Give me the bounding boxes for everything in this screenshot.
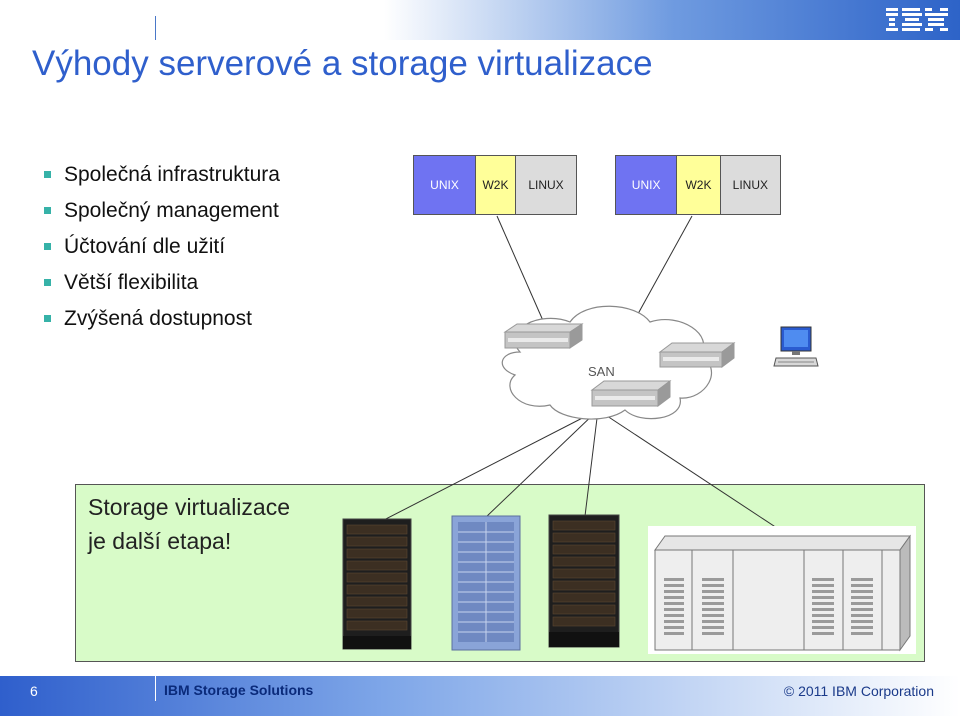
bullet-icon bbox=[44, 279, 51, 286]
san-label: SAN bbox=[588, 364, 615, 379]
storage-line-2: je další etapa! bbox=[88, 528, 232, 554]
storage-line-1: Storage virtualizace bbox=[88, 494, 290, 520]
bullet-icon bbox=[44, 315, 51, 322]
top-divider bbox=[155, 16, 156, 40]
bullet-text: Zvýšená dostupnost bbox=[64, 307, 252, 330]
footer-divider bbox=[155, 676, 156, 701]
os-unix: UNIX bbox=[414, 156, 476, 214]
bullet-text: Společná infrastruktura bbox=[64, 163, 280, 186]
top-bar bbox=[0, 0, 960, 40]
storage-array-icon bbox=[648, 526, 916, 654]
bullet-text: Účtování dle užití bbox=[64, 235, 226, 258]
bullet-item: Společná infrastruktura bbox=[44, 160, 280, 196]
bullet-icon bbox=[44, 243, 51, 250]
bullet-item: Větší flexibilita bbox=[44, 268, 280, 304]
server-group-2: UNIX W2K LINUX bbox=[615, 155, 781, 215]
switch-icon bbox=[503, 323, 584, 349]
footer-title: IBM Storage Solutions bbox=[164, 682, 314, 698]
page-number: 6 bbox=[30, 683, 38, 699]
os-w2k: W2K bbox=[476, 156, 516, 214]
bullet-item: Zvýšená dostupnost bbox=[44, 304, 280, 340]
switch-icon bbox=[590, 380, 672, 407]
server-group-1: UNIX W2K LINUX bbox=[413, 155, 577, 215]
footer-copyright: © 2011 IBM Corporation bbox=[783, 683, 934, 699]
page-title: Výhody serverové a storage virtualizace bbox=[32, 44, 653, 83]
os-w2k: W2K bbox=[677, 156, 721, 214]
footer-bar bbox=[0, 676, 960, 716]
os-unix: UNIX bbox=[616, 156, 678, 214]
bullet-text: Větší flexibilita bbox=[64, 271, 199, 294]
os-linux: LINUX bbox=[720, 156, 780, 214]
bullet-icon bbox=[44, 207, 51, 214]
ibm-logo bbox=[886, 8, 948, 31]
rack-icon bbox=[451, 515, 521, 651]
bullet-icon bbox=[44, 171, 51, 178]
bullet-list: Společná infrastruktura Společný managem… bbox=[44, 160, 280, 340]
storage-panel-text: Storage virtualizace je další etapa! bbox=[88, 490, 290, 558]
rack-icon bbox=[342, 518, 412, 650]
bullet-item: Společný management bbox=[44, 196, 280, 232]
rack-icon bbox=[548, 514, 620, 648]
switch-icon bbox=[658, 342, 736, 368]
bullet-text: Společný management bbox=[64, 199, 279, 222]
computer-icon bbox=[773, 326, 819, 367]
bullet-item: Účtování dle užití bbox=[44, 232, 280, 268]
os-linux: LINUX bbox=[516, 156, 576, 214]
